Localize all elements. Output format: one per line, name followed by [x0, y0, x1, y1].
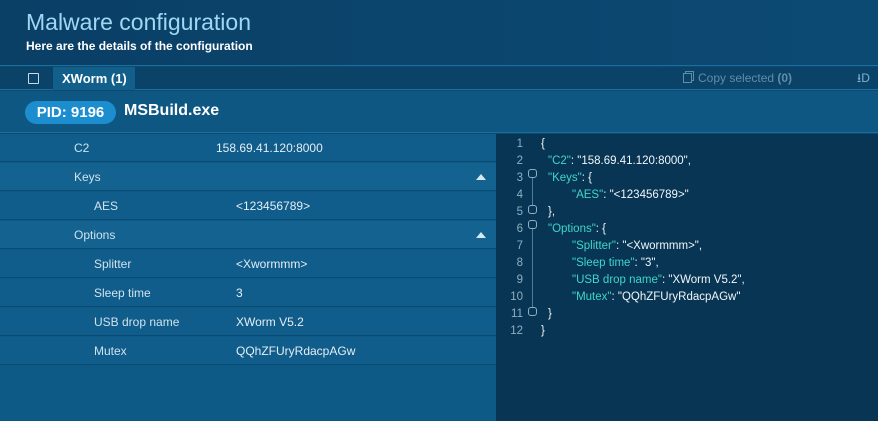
fold-guide — [532, 176, 533, 206]
json-text: : "3", — [634, 257, 659, 269]
json-line: 11 } — [496, 306, 878, 323]
line-number: 10 — [510, 291, 523, 303]
download-button[interactable]: ⭳D — [857, 67, 870, 90]
line-number: 2 — [516, 155, 523, 167]
json-key: "Sleep time" — [572, 257, 635, 269]
line-number: 9 — [516, 274, 523, 286]
download-icon: ⭳ — [857, 71, 862, 85]
fold-toggle-icon[interactable] — [528, 205, 537, 214]
line-number: 8 — [516, 257, 523, 269]
config-value: 3 — [236, 286, 243, 300]
tab-xworm[interactable]: XWorm (1) — [53, 67, 135, 90]
config-key: Mutex — [94, 344, 127, 358]
json-text: { — [541, 138, 545, 150]
config-key: Sleep time — [94, 286, 151, 300]
line-number: 3 — [516, 172, 523, 184]
json-line: 1 { — [496, 136, 878, 153]
process-name: MSBuild.exe — [124, 102, 220, 119]
json-line: 12 } — [496, 323, 878, 340]
json-line: 10 "Mutex": "QQhZFUryRdacpAGw" — [496, 289, 878, 306]
json-text: : "QQhZFUryRdacpAGw" — [611, 291, 741, 303]
json-key: "Mutex" — [572, 291, 612, 303]
config-value: XWorm V5.2 — [236, 315, 304, 329]
json-text: : "<Xwormmm>", — [615, 240, 703, 252]
copy-selected-count: (0) — [777, 71, 793, 85]
json-line: 4 "AES": "<123456789>" — [496, 187, 878, 204]
json-text: }, — [548, 206, 556, 218]
config-row-sleep-time: Sleep time 3 — [0, 279, 496, 307]
json-text: } — [548, 308, 552, 320]
config-row-mutex: Mutex QQhZFUryRdacpAGw — [0, 337, 496, 365]
json-line: 8 "Sleep time": "3", — [496, 255, 878, 272]
config-key: C2 — [74, 141, 90, 155]
config-row-splitter: Splitter <Xwormmm> — [0, 250, 496, 278]
json-key: "Keys" — [548, 172, 582, 184]
config-table: C2 158.69.41.120:8000 Keys AES <12345678… — [0, 134, 496, 421]
json-line: 7 "Splitter": "<Xwormmm>", — [496, 238, 878, 255]
json-viewer[interactable]: 1 { 2 "C2": "158.69.41.120:8000", 3 "Key… — [496, 134, 878, 421]
collapse-caret-icon[interactable] — [476, 232, 486, 238]
fold-guide — [532, 226, 533, 308]
json-line: 9 "USB drop name": "XWorm V5.2", — [496, 272, 878, 289]
json-line: 6 "Options": { — [496, 221, 878, 238]
copy-selected-label: Copy selected — [698, 71, 775, 85]
fold-toggle-icon[interactable] — [528, 307, 537, 316]
fold-toggle-icon[interactable] — [528, 169, 537, 178]
config-section-keys[interactable]: Keys — [0, 163, 496, 191]
line-number: 1 — [516, 138, 523, 150]
json-line: 2 "C2": "158.69.41.120:8000", — [496, 153, 878, 170]
line-number: 6 — [516, 223, 523, 235]
line-number: 7 — [516, 240, 523, 252]
collapse-caret-icon[interactable] — [476, 174, 486, 180]
config-value: <Xwormmm> — [236, 257, 308, 271]
config-row-usb-drop-name: USB drop name XWorm V5.2 — [0, 308, 496, 336]
line-number: 4 — [516, 189, 523, 201]
section-label: Keys — [74, 170, 101, 184]
page-title: Malware configuration — [26, 9, 252, 35]
line-number: 11 — [511, 308, 523, 320]
json-text: : "158.69.41.120:8000", — [570, 155, 691, 167]
json-key: "USB drop name" — [572, 274, 662, 286]
config-key: Splitter — [94, 257, 132, 271]
json-text: : { — [595, 223, 607, 235]
page-header: Malware configuration Here are the detai… — [0, 0, 878, 66]
copy-icon — [683, 73, 692, 83]
json-key: "C2" — [548, 155, 571, 167]
page-subtitle: Here are the details of the configuratio… — [26, 39, 253, 53]
config-row-aes: AES <123456789> — [0, 192, 496, 220]
config-value: <123456789> — [236, 199, 311, 213]
json-line: 5 }, — [496, 204, 878, 221]
pid-badge: PID: 9196 — [25, 101, 116, 124]
section-label: Options — [74, 228, 116, 242]
json-key: "Splitter" — [572, 240, 616, 252]
line-number: 5 — [516, 206, 523, 218]
config-value: QQhZFUryRdacpAGw — [236, 344, 356, 358]
tab-bar: XWorm (1) Copy selected (0) ⭳D — [0, 67, 878, 90]
config-row-c2: C2 158.69.41.120:8000 — [0, 134, 496, 162]
json-key: "AES" — [572, 189, 604, 201]
copy-selected-button[interactable]: Copy selected (0) — [683, 67, 792, 90]
json-text: : "XWorm V5.2", — [661, 274, 745, 286]
config-key: AES — [94, 199, 119, 213]
process-bar: PID: 9196 MSBuild.exe — [0, 91, 878, 133]
json-text: } — [541, 325, 545, 337]
download-label: D — [861, 71, 870, 85]
json-text: : { — [581, 172, 592, 184]
config-value: 158.69.41.120:8000 — [216, 141, 323, 155]
json-key: "Options" — [548, 223, 596, 235]
fold-toggle-icon[interactable] — [528, 220, 537, 229]
json-line: 3 "Keys": { — [496, 170, 878, 187]
config-key: USB drop name — [94, 315, 180, 329]
select-all-checkbox[interactable] — [28, 73, 39, 84]
config-section-options[interactable]: Options — [0, 221, 496, 249]
line-number: 12 — [510, 325, 523, 337]
json-text: : "<123456789>" — [603, 189, 689, 201]
